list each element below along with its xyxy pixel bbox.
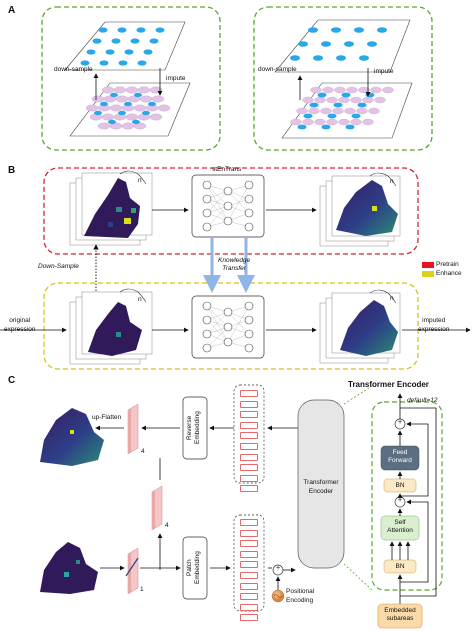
panel-a-left-impute-label: impute (166, 75, 186, 82)
panel-a-right-impute-label: impute (374, 68, 394, 75)
n-label-4: n (390, 295, 394, 302)
legend-label-enhance: Enhance (436, 270, 462, 277)
output-heatmap-c (40, 408, 104, 466)
token-cells-bottom (240, 519, 258, 625)
token-cell (240, 400, 258, 408)
dim-1-label: 1 (140, 586, 144, 593)
panel-a-left-sparse-plane (64, 21, 186, 71)
n-label-3: n (390, 178, 394, 185)
heatmap-stack-pretrain-input (69, 172, 153, 246)
reverse-embedding-box (182, 396, 208, 460)
feed-forward-label: Feed Forward (388, 449, 412, 464)
dim-4a-label: 4 (141, 448, 145, 455)
knowledge-transfer-label: Knowledge Transfer (218, 257, 251, 272)
token-cells-top (240, 390, 258, 496)
heatmap-stack-enhance-output (319, 292, 401, 364)
token-cell (240, 561, 258, 569)
panel-a-right-box (253, 6, 433, 151)
bn-bottom-label: BN (395, 563, 405, 570)
stack-count-brace-4 (369, 289, 397, 304)
panel-a-left-dense-plane (69, 82, 191, 137)
original-expression-label: original expression (4, 317, 36, 333)
panel-a-left-box (41, 6, 221, 151)
neural-net-enhance (191, 295, 265, 359)
legend-swatch-enhance (422, 271, 434, 277)
token-cell (240, 519, 258, 526)
panel-b-pretrain-box (43, 167, 419, 255)
token-cell (240, 485, 258, 493)
panel-b-letter: B (8, 165, 16, 176)
stack-count-brace-1 (119, 170, 147, 185)
model-name-label: stEnTrans (212, 166, 242, 173)
heatmap-stack-pretrain-output (319, 175, 401, 247)
token-cell (240, 540, 258, 548)
input-heatmap-c (40, 542, 98, 594)
token-cell (240, 550, 258, 558)
token-cell (240, 411, 258, 419)
encoder-title: Transformer Encoder (348, 380, 429, 389)
down-sample-label: Down-Sample (38, 263, 79, 270)
up-flatten-label: up-Flatten (92, 414, 122, 421)
token-cell (240, 421, 258, 429)
legend-label-pretrain: Pretrain (436, 261, 459, 268)
panel-a-left-downsample-label: down-sample (54, 66, 93, 73)
default-note: default=12 (407, 397, 438, 404)
token-cell (240, 432, 258, 440)
plus-mid: + (398, 497, 403, 504)
zoom-line-top (343, 385, 373, 405)
imputed-expression-label: imputed expression (418, 317, 450, 333)
patch-embedding-label: Patch Embedding (186, 551, 201, 585)
neural-net-pretrain (191, 174, 265, 238)
legend-swatch-pretrain (422, 262, 434, 268)
positional-encoding-label: Positional Encoding (286, 588, 315, 604)
token-cell (240, 390, 258, 397)
patch-embedding-box (182, 536, 208, 600)
self-attention-label: Self Attention (387, 519, 413, 534)
n-label-1: n (138, 177, 142, 184)
zoom-line-bottom (343, 563, 373, 591)
panel-c-letter: C (8, 375, 16, 386)
plus-c: + (276, 565, 281, 572)
token-column-bottom (233, 514, 265, 612)
n-label-2: n (138, 296, 142, 303)
token-cell (240, 593, 258, 601)
panel-b-enhance-box (43, 282, 419, 370)
panel-a-right-sparse-plane (274, 19, 411, 73)
stack-count-brace-2 (119, 288, 147, 303)
token-cell (240, 529, 258, 537)
panel-a-letter: A (8, 5, 16, 16)
embedded-subareas-label: Embedded subareas (384, 607, 416, 622)
panel-a-right-downsample-label: down-sample (258, 66, 297, 73)
token-cell (240, 582, 258, 590)
patch-slab-up-flatten (127, 403, 139, 455)
embedded-subareas-box (377, 603, 423, 629)
dim-4b-label: 4 (165, 522, 169, 529)
transformer-encoder-box-label: Transformer Encoder (303, 479, 339, 495)
patch-slab-input (125, 547, 139, 595)
token-column-top (233, 384, 265, 484)
stack-count-brace-3 (369, 172, 397, 187)
token-cell (240, 464, 258, 472)
token-cell (240, 603, 258, 611)
plus-top: + (398, 419, 403, 426)
encoder-detail-arrows (389, 393, 437, 604)
token-cell (240, 614, 258, 622)
token-cell (240, 453, 258, 461)
token-cell (240, 474, 258, 482)
patch-slab-middle (151, 485, 163, 531)
heatmap-stack-enhance-input (69, 291, 153, 365)
panel-a-right-dense-plane (281, 82, 413, 139)
token-cell (240, 442, 258, 450)
token-cell (240, 571, 258, 579)
reverse-embedding-label: Reverse Embedding (186, 411, 201, 445)
bn-top-label: BN (395, 482, 405, 489)
transformer-encoder-box (297, 399, 345, 569)
